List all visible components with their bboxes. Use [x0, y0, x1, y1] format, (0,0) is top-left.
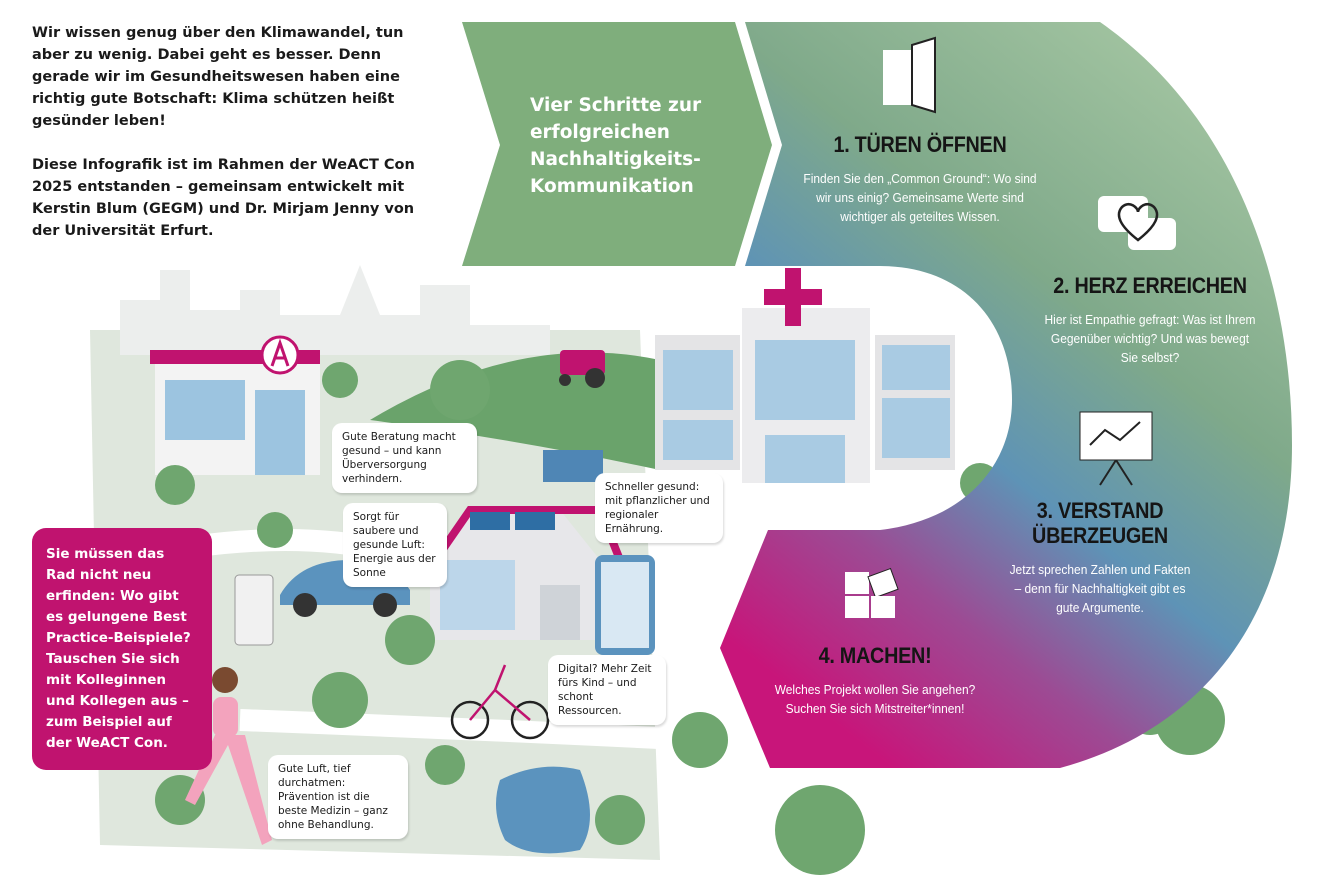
pharmacy-logo [270, 338, 290, 367]
step-text: Welches Projekt wollen Sie angehen? Such… [774, 682, 976, 716]
tractor [559, 350, 605, 388]
pharmacy [150, 335, 320, 475]
title-chevron [462, 22, 772, 266]
step-heading: 4. MACHEN! [818, 643, 932, 668]
speech-bubble-digital: Digital? Mehr Zeit fürs Kind – und schon… [548, 655, 666, 725]
medical-house [421, 506, 624, 640]
trees [155, 360, 1225, 875]
best-practice-callout: Sie müssen das Rad nicht neu erfinden: W… [32, 528, 212, 770]
step-heading: 2. HERZ ERREICHEN [1053, 273, 1247, 298]
cyclist [450, 664, 550, 740]
step-2: 2. HERZ ERREICHEN Hier ist Empathie gefr… [1035, 273, 1265, 367]
step-1: 1. TÜREN ÖFFNEN Finden Sie den „Common G… [790, 132, 1050, 226]
hospital [655, 268, 955, 483]
speech-bubble-food: Schneller gesund: mit pflanzlicher und r… [595, 473, 723, 543]
vegetable-basket [543, 450, 603, 482]
chart-easel-icon [1079, 411, 1153, 486]
step-text: Jetzt sprechen Zahlen und Fakten – denn … [1009, 562, 1191, 615]
speech-bubble-solar: Sorgt für saubere und gesunde Luft: Ener… [343, 503, 447, 587]
step-4: 4. MACHEN! Welches Projekt wollen Sie an… [760, 643, 990, 718]
step-text: Finden Sie den „Common Ground“: Wo sind … [803, 171, 1037, 224]
intro-text: Wir wissen genug über den Klimawandel, t… [32, 22, 422, 264]
step-heading: 1. TÜREN ÖFFNEN [833, 132, 1007, 157]
phone-screen [601, 562, 649, 648]
puzzle-icon [845, 567, 899, 618]
step-text: Hier ist Empathie gefragt: Was ist Ihrem… [1044, 312, 1256, 365]
pond [496, 766, 590, 854]
intro-paragraph: Diese Infografik ist im Rahmen der WeACT… [32, 157, 415, 239]
heart-speech-icon [1098, 196, 1176, 250]
speech-bubble-pharmacy: Gute Beratung macht gesund – und kann Üb… [332, 423, 477, 493]
step-heading: 3. VERSTAND ÜBERZEUGEN [1032, 498, 1168, 548]
page-title: Vier Schritte zur erfolgreichen Nachhalt… [530, 95, 702, 197]
speech-bubble-air: Gute Luft, tief durchatmen: Prävention i… [268, 755, 408, 839]
door-icon [883, 36, 936, 114]
skyline [120, 265, 550, 355]
step-3: 3. VERSTAND ÜBERZEUGEN Jetzt sprechen Za… [1000, 498, 1200, 617]
intro-paragraph: Wir wissen genug über den Klimawandel, t… [32, 25, 404, 129]
charging-station [234, 574, 274, 646]
